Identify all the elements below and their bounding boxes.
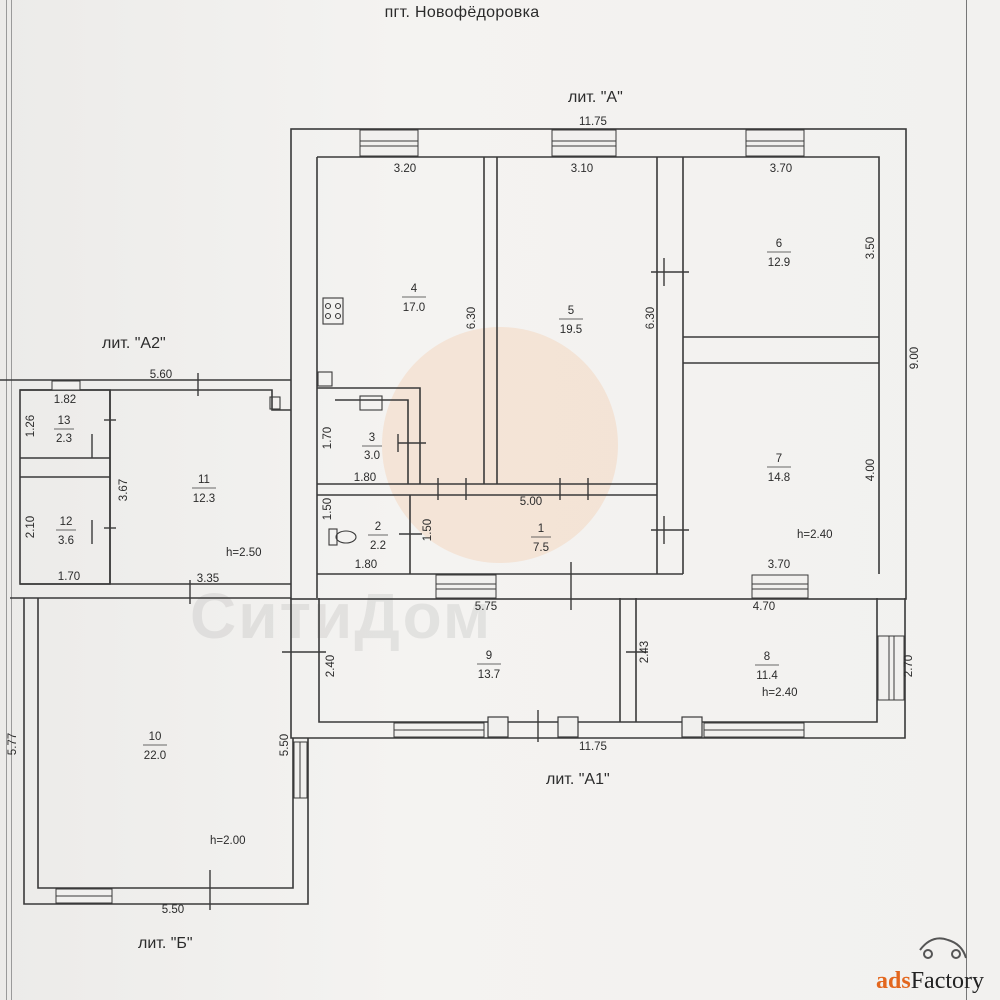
dim-label: 5.77 <box>7 733 19 755</box>
dim-label: 5.00 <box>520 496 542 508</box>
room-area: 12.3 <box>193 493 215 505</box>
height-lit-a: h=2.40 <box>797 529 833 541</box>
lit-a-outer-wall <box>290 128 907 600</box>
brand-prefix: ads <box>876 968 911 994</box>
room-number: 2 <box>375 521 381 533</box>
room-area: 2.2 <box>370 540 386 552</box>
room-area: 19.5 <box>560 324 582 336</box>
room-number: 7 <box>776 453 782 465</box>
room-number: 12 <box>60 516 73 528</box>
room-number: 5 <box>568 305 574 317</box>
room-area: 3.0 <box>364 450 380 462</box>
room-area: 12.9 <box>768 257 790 269</box>
dim-label: 1.82 <box>54 394 76 406</box>
adsfactory-brand: adsFactory <box>876 968 984 995</box>
dim-label: 3.35 <box>197 573 219 585</box>
room-area: 14.8 <box>768 472 790 484</box>
sink-icon <box>359 395 383 411</box>
brand-suffix: Factory <box>910 968 984 994</box>
dim-label: 1.70 <box>322 427 334 449</box>
margin-line <box>11 0 12 1000</box>
room-number: 13 <box>58 415 71 427</box>
room-number: 11 <box>198 474 210 486</box>
height-lit-b: h=2.00 <box>210 835 246 847</box>
lit-a-label: лит. "А" <box>568 89 623 106</box>
room-number: 9 <box>486 650 492 662</box>
dim-label: 1.70 <box>58 571 80 583</box>
dim-label: 3.20 <box>394 163 416 175</box>
dim-label: 3.70 <box>770 163 792 175</box>
lit-a2-label: лит. "А2" <box>102 335 166 352</box>
dim-label: 1.50 <box>322 498 334 520</box>
dim-label: 6.30 <box>645 307 657 329</box>
watermark-circle <box>382 327 618 563</box>
room-number: 4 <box>411 283 418 295</box>
room-number: 8 <box>764 651 770 663</box>
height-lit-a1: h=2.40 <box>762 687 798 699</box>
dim-label: 3.70 <box>768 559 790 571</box>
dim-label: 1.50 <box>422 519 434 541</box>
margin-line <box>6 0 7 1000</box>
adsfactory-logo-icon <box>919 937 967 959</box>
boiler-icon <box>317 371 333 387</box>
dim-label: 3.10 <box>571 163 593 175</box>
dim-label: 2.10 <box>25 516 37 538</box>
lit-b-label: лит. "Б" <box>138 935 193 952</box>
lit-a-inner-wall <box>317 156 880 574</box>
dim-label: 5.50 <box>279 734 291 756</box>
dim-label: 2.40 <box>325 655 337 677</box>
stove-icon <box>322 297 344 325</box>
dim-label: 9.00 <box>909 347 921 369</box>
dim-label: 2.43 <box>639 641 651 663</box>
settlement-title: пгт. Новофёдоровка <box>384 4 540 21</box>
frame-line <box>966 0 967 1000</box>
dim-label: 5.75 <box>475 601 497 613</box>
room-area: 2.3 <box>56 433 72 445</box>
room-number: 1 <box>538 523 544 535</box>
stove-a2-icon <box>269 396 281 410</box>
dim-label: 11.75 <box>579 116 607 128</box>
room-number: 3 <box>369 432 375 444</box>
dim-label: 3.67 <box>118 479 130 501</box>
room-area: 17.0 <box>403 302 425 314</box>
room-area: 13.7 <box>478 669 500 681</box>
dim-label: 3.50 <box>865 237 877 259</box>
dim-label: 2.70 <box>903 655 915 677</box>
room-area: 3.6 <box>58 535 74 547</box>
dim-label: 11.75 <box>579 741 607 753</box>
dim-label: 5.60 <box>150 369 172 381</box>
lit-a1-label: лит. "А1" <box>546 771 610 788</box>
dim-label: 1.80 <box>354 472 376 484</box>
dim-label: 1.26 <box>25 415 37 437</box>
room-number: 10 <box>149 731 162 743</box>
room-area: 22.0 <box>144 750 166 762</box>
dim-label: 5.50 <box>162 904 184 916</box>
dim-label: 1.80 <box>355 559 377 571</box>
dim-label: 4.70 <box>753 601 775 613</box>
room-area: 7.5 <box>533 542 549 554</box>
dim-label: 6.30 <box>466 307 478 329</box>
room-number: 6 <box>776 238 782 250</box>
room-area: 11.4 <box>756 670 778 682</box>
toilet-icon <box>328 528 338 546</box>
dim-label: 4.00 <box>865 459 877 481</box>
height-lit-a2: h=2.50 <box>226 547 262 559</box>
